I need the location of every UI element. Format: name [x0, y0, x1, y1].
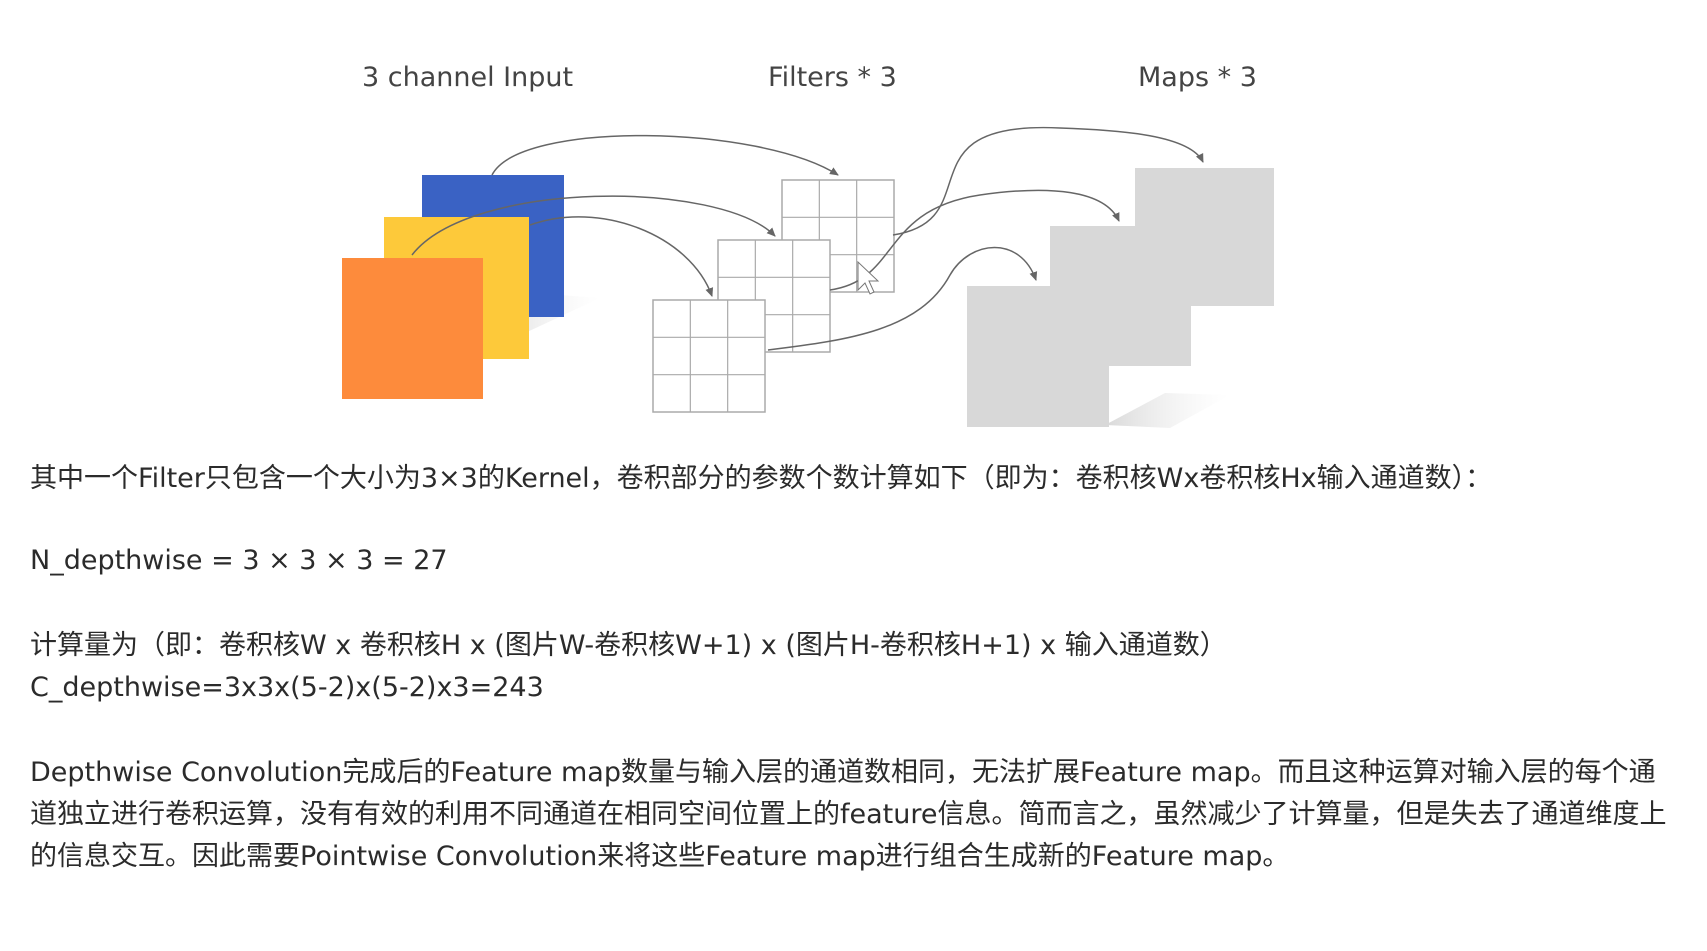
depthwise-params-description: 其中一个Filter只包含一个大小为3×3的Kernel，卷积部分的参数个数计算…: [30, 458, 1680, 500]
input-label: 3 channel Input: [362, 62, 573, 93]
input-channel-orange: [342, 258, 483, 399]
depthwise-convolution-diagram: 3 channel Input Filters * 3 Maps * 3: [0, 0, 1707, 450]
filter-grid-front: [653, 300, 765, 412]
filter-kernel: [653, 300, 765, 412]
filters-label: Filters * 3: [768, 62, 897, 93]
depthwise-cost-description: 计算量为（即：卷积核W x 卷积核H x (图片W-卷积核W+1) x (图片H…: [30, 625, 1680, 667]
output-map-front: [967, 286, 1109, 427]
depthwise-summary-paragraph: Depthwise Convolution完成后的Feature map数量与输…: [30, 752, 1680, 878]
arrow-blue-to-filter: [492, 136, 838, 175]
map-shadow: [1105, 393, 1230, 428]
maps-label: Maps * 3: [1138, 62, 1257, 93]
depthwise-cost-formula: C_depthwise=3x3x(5-2)x(5-2)x3=243: [30, 667, 1680, 709]
depthwise-params-formula: N_depthwise = 3 × 3 × 3 = 27: [30, 540, 1680, 582]
filters-group: [653, 180, 894, 412]
